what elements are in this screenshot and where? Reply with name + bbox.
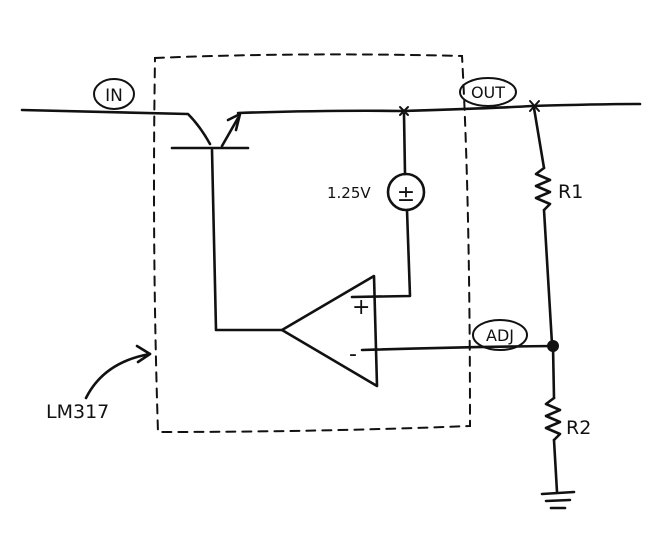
output-wire <box>236 102 642 115</box>
junction-x-mark-out <box>529 100 540 112</box>
reference-voltage-label: 1.25V <box>327 184 371 202</box>
chip-pointer-arrowhead-icon <box>135 344 152 364</box>
r1-lead-bottom <box>542 208 554 346</box>
r1-lead-top <box>532 106 546 170</box>
opamp-triangle <box>280 274 379 388</box>
opamp-minus-label: - <box>349 342 357 367</box>
chip-boundary <box>153 53 472 434</box>
r1-label: R1 <box>558 181 583 203</box>
adj-pin-label: ADJ <box>486 326 514 345</box>
transistor-emitter-leg <box>220 116 240 148</box>
chip-name-label: LM317 <box>46 401 109 423</box>
reference-lead-top <box>402 112 407 176</box>
opamp-plus-label: + <box>352 295 370 320</box>
r2-lead-bottom <box>552 438 559 494</box>
r2-lead-top <box>551 344 556 400</box>
chip-pointer-arrow <box>84 352 152 400</box>
in-pin-bubble <box>93 78 135 110</box>
r2-resistor-icon <box>544 396 562 442</box>
junction-x-mark-ref <box>399 106 409 116</box>
opamp-output-wire <box>210 148 284 332</box>
in-pin-label: IN <box>105 86 123 106</box>
adj-wire <box>360 344 556 352</box>
reference-source-sign: ± <box>397 182 415 207</box>
input-wire <box>20 108 212 146</box>
ground-icon <box>540 490 576 510</box>
r1-resistor-icon <box>534 166 552 212</box>
out-pin-label: OUT <box>471 83 505 102</box>
reference-lead-bottom <box>350 208 412 299</box>
out-pin-bubble <box>459 77 517 107</box>
r2-label: R2 <box>566 417 591 439</box>
adj-pin-bubble <box>472 319 528 351</box>
